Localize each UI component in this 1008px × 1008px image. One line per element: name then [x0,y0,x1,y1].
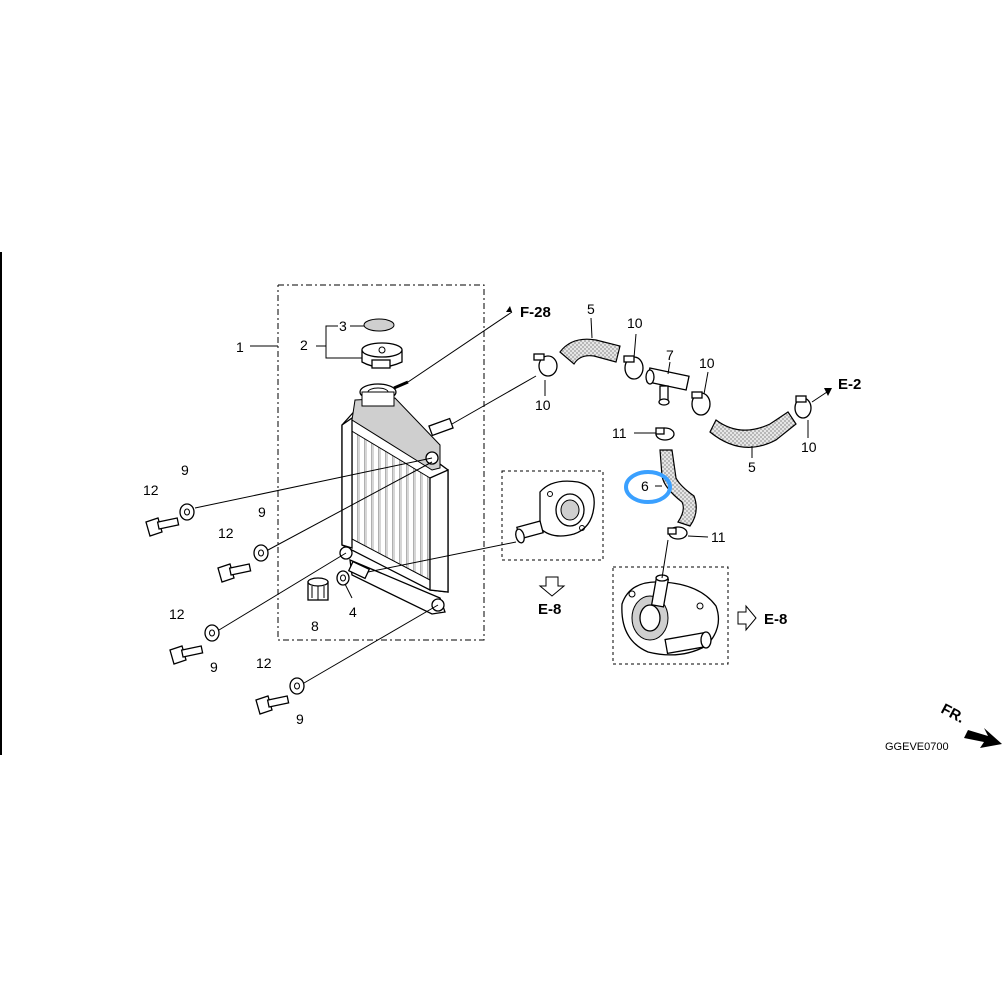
callout-10-a: 10 [535,397,551,413]
joint-7 [645,367,690,406]
callout-9-b: 9 [258,504,266,520]
outline-arrow-right [737,604,757,632]
clamp-10-c [691,391,711,416]
leader-11-b [687,535,709,538]
leader-lines [194,306,537,684]
callout-8: 8 [311,618,319,634]
radiator [339,380,454,615]
bolt-12-c [169,645,204,665]
ref-e2[interactable]: E-2 [838,376,861,393]
washer-9-c [204,624,220,642]
callout-10-c: 10 [699,355,715,371]
callout-9-a: 9 [181,462,189,478]
callout-7: 7 [666,347,674,363]
callout-5-lower: 5 [748,459,756,475]
callout-2: 2 [300,337,308,353]
callout-10-b: 10 [627,315,643,331]
hose-leaders [544,317,809,458]
drawing-code: GGEVE0700 [885,741,949,753]
clamp-11-b [667,526,688,540]
bolt-12-d [255,695,290,715]
highlight-ring [624,470,672,504]
front-arrow-icon [964,728,1002,748]
callout-12-d: 12 [256,655,272,671]
radiator-cap [361,342,403,369]
callout-6: 6 [641,478,649,494]
bolt-12-a [145,517,180,537]
radiator-assembly-boundary [277,284,485,641]
callout-12-a: 12 [143,482,159,498]
washer-9-b [253,544,269,562]
hose-6 [659,449,697,527]
callout-12-b: 12 [218,525,234,541]
washer-9-a [179,503,195,521]
bolt-12-b [217,563,252,583]
thermostat-cover [515,480,595,544]
washer-9-d [289,677,305,695]
ref-f28[interactable]: F-28 [520,304,551,321]
clamp-10-d [794,395,812,419]
callout-9-c: 9 [210,659,218,675]
callout-3: 3 [339,318,347,334]
hose-5-upper [559,338,621,365]
callout-11-b: 11 [711,529,726,545]
clamp-10-a [533,353,558,377]
water-pump-box [612,566,729,665]
drain-washer [336,570,350,586]
arrow-to-e2 [824,388,832,396]
clamp-10-b [623,355,644,380]
callout-12-c: 12 [169,606,185,622]
callout-9-d: 9 [296,711,304,727]
callout-11-a: 11 [612,425,627,441]
callout-5-upper: 5 [587,301,595,317]
front-marker: FR. [938,701,967,727]
outline-arrow-down [538,576,566,597]
clamp-11-a [655,427,675,441]
ref-e8-right[interactable]: E-8 [764,611,787,628]
callout-1: 1 [236,339,244,355]
hose-5-lower [709,411,797,448]
drain-bolt [307,577,329,601]
cap-seal [363,318,395,332]
callout-4: 4 [349,604,357,620]
callout-10-d: 10 [801,439,817,455]
water-pump-cover [621,574,720,656]
ref-e8-left[interactable]: E-8 [538,601,561,618]
thermostat-cover-box [501,470,604,561]
